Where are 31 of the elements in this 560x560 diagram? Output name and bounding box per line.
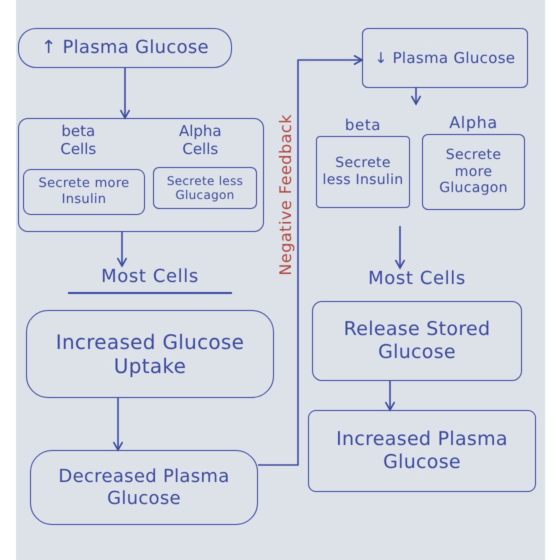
section-heading: Most Cells — [101, 266, 199, 288]
box-text: Release Stored Glucose — [342, 318, 492, 364]
box-text: ↓ Plasma Glucose — [374, 49, 516, 67]
box-text: Secrete more Insulin — [38, 176, 130, 208]
edge-label: Negative Feedback — [277, 114, 295, 276]
arrow — [258, 54, 363, 466]
box-text: Secrete less Insulin — [322, 155, 404, 189]
arrow — [120, 68, 130, 119]
section-heading: Alpha — [449, 112, 498, 134]
section-heading: Most Cells — [368, 268, 466, 290]
arrow — [394, 226, 406, 269]
group-heading: Alpha Cells — [178, 122, 222, 158]
arrow — [410, 88, 422, 105]
box-text: Decreased Plasma Glucose — [57, 466, 231, 510]
box-text: ↑ Plasma Glucose — [41, 37, 209, 59]
process-box — [18, 28, 232, 68]
box-text: Secrete more Glucagon — [438, 146, 509, 198]
arrow — [384, 381, 396, 411]
process-box — [308, 410, 536, 492]
group-box — [18, 118, 264, 232]
box-text: Increased Glucose Uptake — [54, 330, 246, 378]
process-box — [30, 450, 258, 525]
box-text: Secrete less Glucagon — [166, 174, 244, 202]
arrow — [112, 398, 124, 451]
group-heading: beta Cells — [60, 122, 96, 158]
section-heading: beta — [344, 115, 382, 136]
process-box — [23, 169, 145, 215]
arrow — [116, 232, 128, 267]
box-text: Increased Plasma Glucose — [335, 428, 509, 474]
process-box — [362, 28, 528, 88]
process-box — [153, 167, 257, 209]
